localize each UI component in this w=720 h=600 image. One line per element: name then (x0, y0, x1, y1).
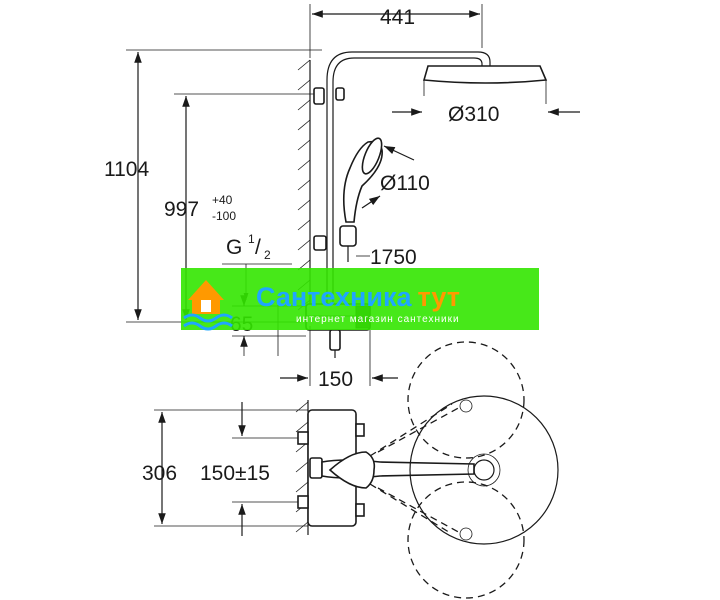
thread-g-text: G (226, 236, 242, 259)
house-logo-icon (183, 280, 233, 331)
dim-997-tol-plus: +40 (212, 193, 233, 207)
dim-441-text: 441 (380, 6, 415, 29)
dim-441: 441 (309, 4, 483, 58)
dim-1104-text: 1104 (104, 158, 149, 181)
dim-150-15: 150±15 (200, 402, 298, 536)
dim-306: 306 (142, 409, 308, 527)
thread-num-text: 1 (248, 232, 255, 246)
plan-swing-dashed (369, 341, 525, 599)
plan-arm (321, 451, 475, 489)
dim-110-text: Ø110 (380, 172, 430, 195)
plan-head (409, 395, 559, 545)
dim-150-15-text: 150±15 (200, 462, 270, 485)
watermark-subtitle: интернет магазин сантехники (296, 314, 460, 325)
dim-306-text: 306 (142, 462, 177, 485)
dim-hose: 1750 (356, 246, 417, 269)
watermark-title-main: Сантехника (256, 282, 412, 312)
dim-head-diameter: Ø310 (392, 103, 580, 126)
dim-150-text: 150 (318, 368, 353, 391)
thread-slash-text: / (255, 236, 261, 259)
dim-1750-text: 1750 (370, 246, 417, 269)
hand-shower (313, 137, 383, 262)
watermark-title-accent: тут (418, 282, 460, 312)
head-shower (422, 65, 548, 104)
thread-den-text: 2 (264, 248, 271, 262)
plan-wall (295, 400, 309, 535)
dim-hand-diameter: Ø110 (361, 145, 430, 209)
dim-310-text: Ø310 (448, 103, 499, 126)
dim-150: 150 (280, 326, 398, 391)
dim-997-text: 997 (164, 198, 199, 221)
thread-label: G 1 / 2 (222, 232, 292, 300)
dim-997-tol-minus: -100 (212, 209, 236, 223)
